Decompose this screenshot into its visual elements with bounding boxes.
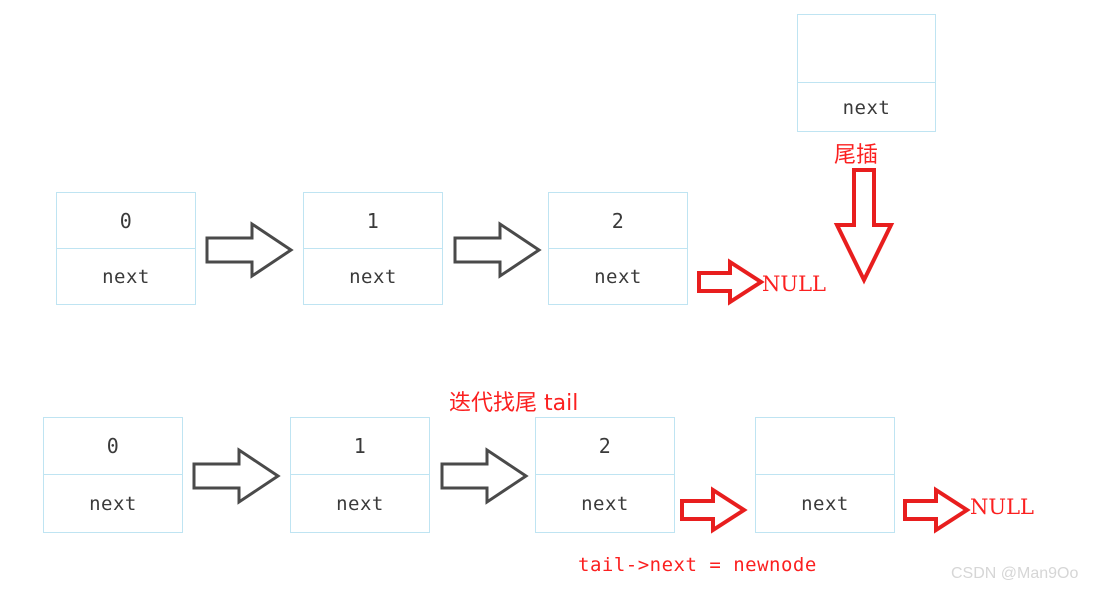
row2-caption: 迭代找尾 tail [449,391,579,416]
row2-node-1-value: 1 [291,418,429,475]
red-down-arrow [833,168,895,285]
new-node-top-pointer: next [842,96,891,119]
row2-node-new-pointer: next [801,493,849,515]
row1-arrow-0-to-1 [205,221,294,279]
row2-arrow-2-to-newnode [680,486,748,534]
row2-arrow-to-null [903,486,971,534]
row2-node-2-pointer: next [581,493,629,515]
row1-node-0: 0 next [56,192,196,305]
row1-node-1: 1 next [303,192,443,305]
row2-node-1-pointer: next [336,493,384,515]
row2-node-2: 2 next [535,417,675,533]
row2-node-0-pointer: next [89,493,137,515]
new-node-top: next [797,14,936,132]
row2-arrow-0-to-1 [192,447,281,505]
tail-insert-caption: 尾插 [834,143,879,168]
row1-node-2: 2 next [548,192,688,305]
new-node-top-value [798,15,935,83]
row2-null-label: NULL [970,495,1034,519]
row1-node-1-pointer: next [349,266,397,288]
row1-node-0-value: 0 [57,193,195,249]
row1-node-0-pointer: next [102,266,150,288]
row2-node-new-value [756,418,894,475]
row2-node-0-value: 0 [44,418,182,475]
code-caption: tail->next = newnode [578,554,817,576]
row1-arrow-1-to-2 [453,221,542,279]
row2-node-2-value: 2 [536,418,674,475]
row1-node-2-pointer: next [594,266,642,288]
row1-node-1-value: 1 [304,193,442,249]
row2-arrow-1-to-2 [440,447,529,505]
row1-node-2-value: 2 [549,193,687,249]
row2-node-new: next [755,417,895,533]
csdn-watermark: CSDN @Man9Oo [951,565,1079,582]
row2-node-1: 1 next [290,417,430,533]
row1-null-label: NULL [762,272,826,296]
row2-node-0: 0 next [43,417,183,533]
row1-arrow-to-null [697,258,765,306]
